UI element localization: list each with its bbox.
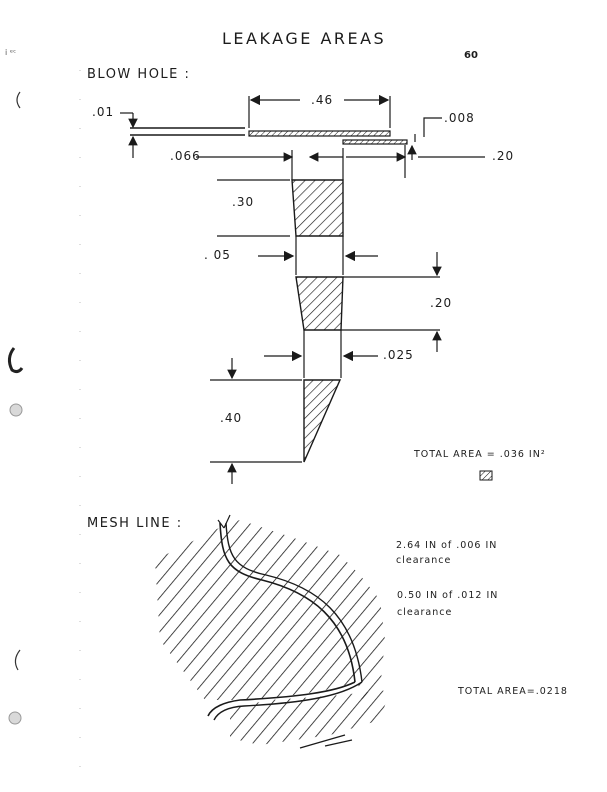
dim-40-label: .40 <box>220 411 243 425</box>
mesh-line-heading: MESH LINE : <box>87 516 183 531</box>
mesh-note-2-line-2: clearance <box>397 607 453 618</box>
page-title: LEAKAGE AREAS <box>222 29 387 48</box>
dim-01-label: .01 <box>92 105 115 119</box>
blow-hole-drawing <box>120 94 493 484</box>
dim-20-mid-label: .20 <box>430 296 453 310</box>
dim-05-label: . 05 <box>204 248 231 262</box>
margin-marks: i ᵉᶜ <box>5 48 81 780</box>
dim-30-label: .30 <box>232 195 255 209</box>
mesh-note-1-line-1: 2.64 IN of .006 IN <box>396 540 498 551</box>
dim-066-label: .066 <box>170 149 201 163</box>
blow-hole-total-area: TOTAL AREA = .036 IN² <box>414 449 546 460</box>
page-number: 60 <box>464 50 478 61</box>
dim-46-label: .46 <box>311 93 334 107</box>
mesh-note-1-line-2: clearance <box>396 555 452 566</box>
blow-hole-heading: BLOW HOLE : <box>87 67 191 82</box>
mesh-note-2-line-1: 0.50 IN of .012 IN <box>397 590 499 601</box>
dim-008-label: .008 <box>444 111 475 125</box>
mesh-total-area: TOTAL AREA=.0218 <box>458 686 568 697</box>
dim-20-top-label: .20 <box>492 149 515 163</box>
dim-025-label: .025 <box>383 348 414 362</box>
mesh-line-drawing <box>155 514 390 749</box>
svg-text:i ᵉᶜ: i ᵉᶜ <box>5 48 16 57</box>
